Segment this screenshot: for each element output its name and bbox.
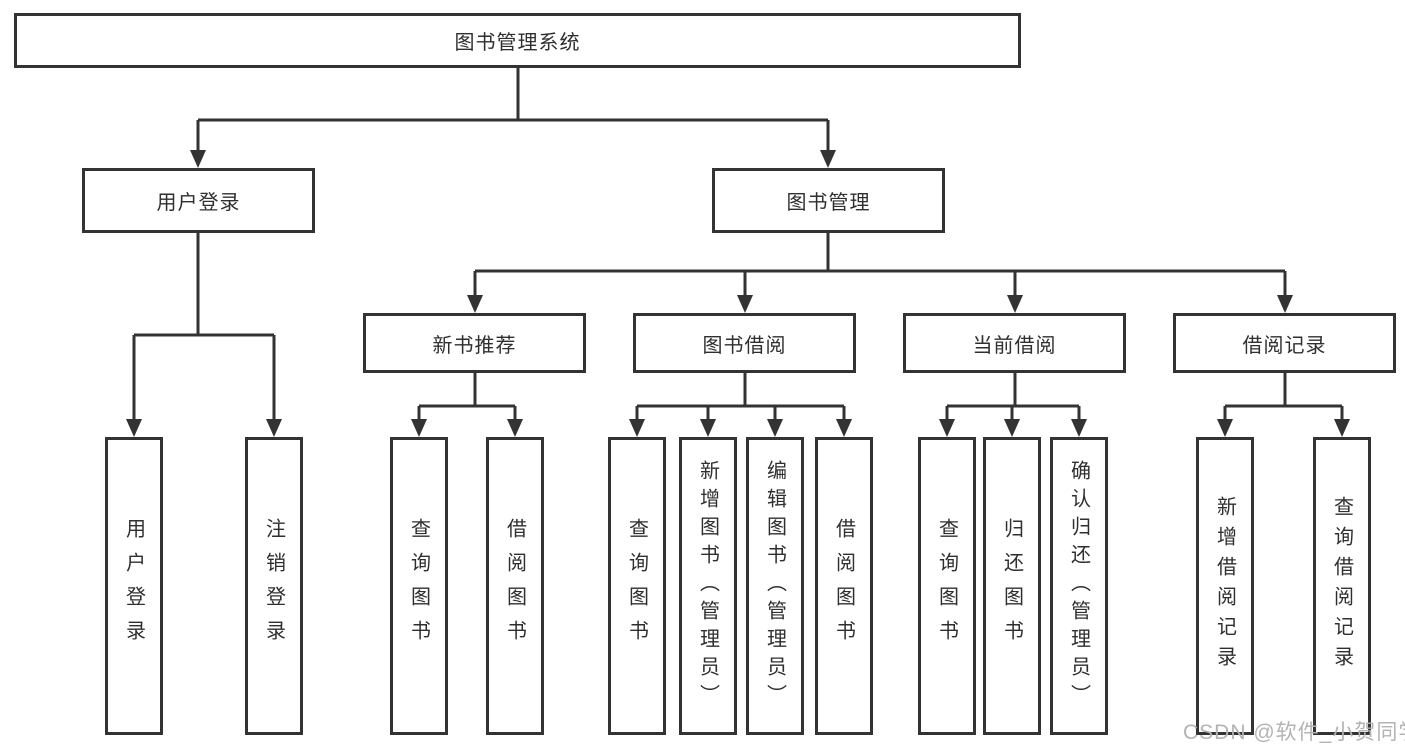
node-label: 查询借阅记录 <box>1330 496 1353 676</box>
connector-bookmgmt-to-level3 <box>473 233 1287 297</box>
arrow-down-icon <box>1007 295 1023 313</box>
node-label: 查询图书 <box>935 518 958 654</box>
node-label: 新增借阅记录 <box>1213 496 1236 676</box>
connector-records-to-leaves <box>1223 373 1344 421</box>
csdn-watermark: CSDN @软件_小贺同学 <box>1183 721 1405 744</box>
node-label: 查询图书 <box>407 518 430 654</box>
node-label: 用户登录 <box>156 192 241 214</box>
node-label: 借阅图书 <box>832 518 855 654</box>
arrow-down-icon <box>1334 419 1350 437</box>
node-borrowing-records: 借阅记录 <box>1173 313 1396 373</box>
node-library-management-system: 图书管理系统 <box>14 13 1021 68</box>
arrow-down-icon <box>190 150 206 168</box>
node-label: 归还图书 <box>1000 518 1023 654</box>
node-label: 注销登录 <box>262 518 285 654</box>
arrow-down-icon <box>700 419 716 437</box>
leaf-query-books-recommend: 查询图书 <box>390 437 448 735</box>
arrow-down-icon <box>629 419 645 437</box>
connector-borrow-to-leaves <box>635 373 846 421</box>
leaf-query-books-borrow: 查询图书 <box>608 437 666 735</box>
node-label: 编辑图书（管理员） <box>763 460 786 712</box>
arrowheads <box>126 150 1350 437</box>
node-label: 图书管理 <box>786 192 871 214</box>
node-label: 用户登录 <box>122 518 145 654</box>
arrow-down-icon <box>1217 419 1233 437</box>
arrow-down-icon <box>1277 295 1293 313</box>
arrow-down-icon <box>820 150 836 168</box>
node-label: 确认归还（管理员） <box>1067 460 1090 712</box>
arrow-down-icon <box>939 419 955 437</box>
leaf-query-borrow-record: 查询借阅记录 <box>1313 437 1371 735</box>
node-current-borrowing: 当前借阅 <box>903 313 1126 373</box>
arrow-down-icon <box>126 419 142 437</box>
node-label: 图书借阅 <box>702 334 787 357</box>
node-label: 借阅记录 <box>1242 334 1327 357</box>
arrow-down-icon <box>1071 419 1087 437</box>
leaf-borrow-books: 借阅图书 <box>815 437 873 735</box>
leaf-edit-books-admin: 编辑图书（管理员） <box>746 437 804 735</box>
node-book-management: 图书管理 <box>712 168 945 233</box>
node-label: 当前借阅 <box>972 334 1057 357</box>
connector-newbook-to-leaves <box>417 373 517 421</box>
arrow-down-icon <box>266 419 282 437</box>
leaf-logout: 注销登录 <box>245 437 303 735</box>
node-user-login: 用户登录 <box>82 168 315 233</box>
node-label: 借阅图书 <box>503 518 526 654</box>
connector-userlogin-to-leaves <box>132 233 276 421</box>
node-label: 图书管理系统 <box>454 32 581 54</box>
arrow-down-icon <box>1004 419 1020 437</box>
leaf-add-borrow-record: 新增借阅记录 <box>1196 437 1254 735</box>
leaf-borrow-books-recommend: 借阅图书 <box>486 437 544 735</box>
arrow-down-icon <box>767 419 783 437</box>
node-label: 查询图书 <box>625 518 648 654</box>
arrow-down-icon <box>836 419 852 437</box>
arrow-down-icon <box>467 295 483 313</box>
leaf-confirm-return-admin: 确认归还（管理员） <box>1050 437 1108 735</box>
leaf-query-books-current: 查询图书 <box>918 437 976 735</box>
node-new-book-recommendation: 新书推荐 <box>363 313 586 373</box>
arrow-down-icon <box>737 295 753 313</box>
connector-current-to-leaves <box>945 373 1081 421</box>
arrow-down-icon <box>507 419 523 437</box>
node-label: 新书推荐 <box>432 334 517 357</box>
leaf-return-books: 归还图书 <box>983 437 1041 735</box>
node-label: 新增图书（管理员） <box>696 460 719 712</box>
leaf-user-login: 用户登录 <box>105 437 163 735</box>
connector-root-to-level2 <box>196 68 830 152</box>
arrow-down-icon <box>411 419 427 437</box>
leaf-add-books-admin: 新增图书（管理员） <box>679 437 737 735</box>
node-book-borrowing: 图书借阅 <box>633 313 856 373</box>
